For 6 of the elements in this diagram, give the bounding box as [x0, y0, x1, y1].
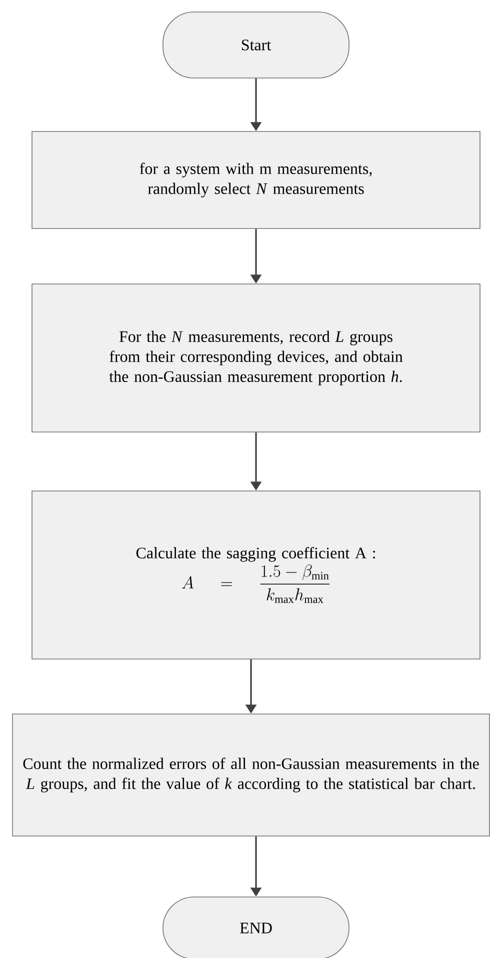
- process-box: Calculate the sagging coefficient A : $A = \frac{1.5 - \beta_{\min}}{k_{\max} h_{\max}}$: [32, 490, 480, 660]
- process-box: for a system with m measurements, randomly select N measurements: [32, 131, 480, 229]
- process-box: Count the normalized errors of all non-Gaussian measurements in the L groups, and fit the value of k according to the statistical bar chart.: [12, 714, 490, 836]
- terminal-pill: Start: [162, 12, 350, 78]
- process-box: For the N measurements, record L groups from their corresponding devices, and obtain the non-Gaussian measurement proportion h.: [32, 284, 480, 432]
- terminal-pill: END: [162, 896, 350, 958]
